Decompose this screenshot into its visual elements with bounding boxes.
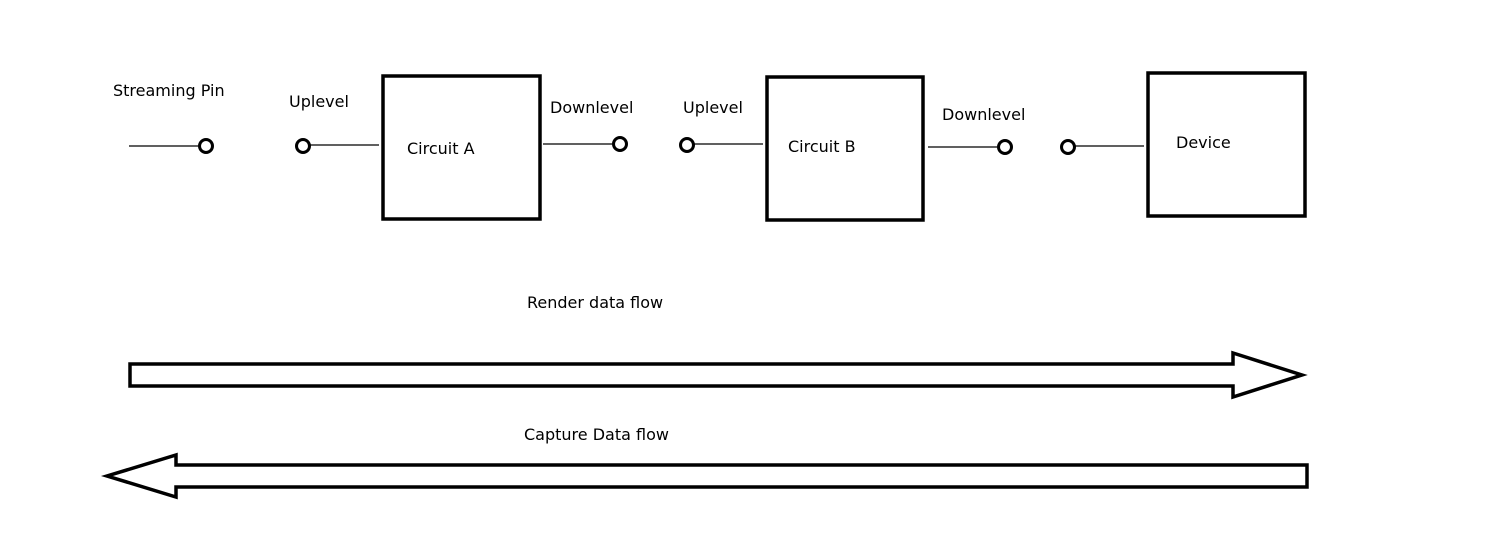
circuit-b-label: Circuit B [788, 137, 856, 156]
circuit-a-uplevel-label: Uplevel [289, 92, 349, 111]
circuit-b-downlevel-label: Downlevel [942, 105, 1025, 124]
render-flow-arrow [128, 350, 1308, 400]
device-label: Device [1176, 133, 1231, 152]
circuit-b-downlevel-terminal [997, 139, 1013, 155]
streaming-pin-label: Streaming Pin [113, 81, 225, 100]
circuit-a-downlevel-label: Downlevel [550, 98, 633, 117]
circuit-a-downlevel-terminal [612, 136, 628, 152]
circuit-b-block [765, 75, 925, 222]
capture-flow-arrow [100, 452, 1309, 500]
device-block [1146, 71, 1307, 218]
render-flow-label: Render data flow [527, 293, 663, 312]
circuit-a-label: Circuit A [407, 139, 475, 158]
streaming-pin-terminal [198, 138, 214, 154]
device-terminal [1060, 139, 1076, 155]
circuit-b-uplevel-terminal [679, 137, 695, 153]
circuit-a-block [381, 74, 542, 221]
circuit-a-uplevel-terminal [295, 138, 311, 154]
capture-flow-label: Capture Data flow [524, 425, 669, 444]
circuit-b-uplevel-label: Uplevel [683, 98, 743, 117]
